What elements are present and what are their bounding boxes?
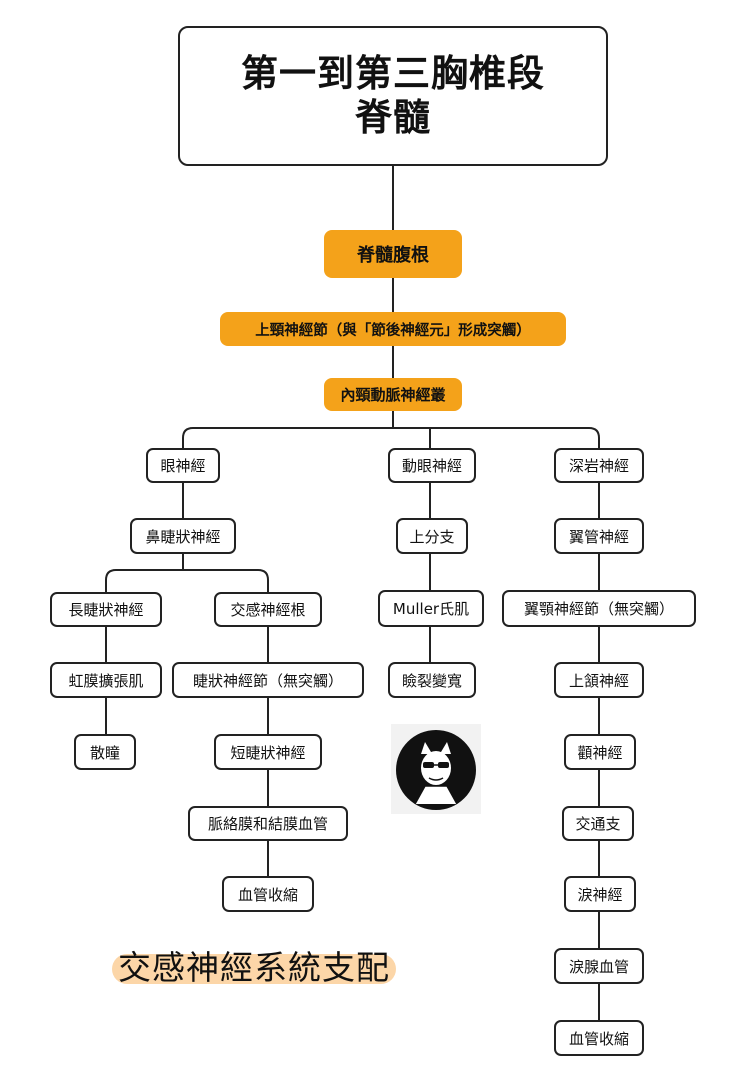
node-vidian-nerve: 翼管神經	[554, 518, 644, 554]
node-sympathetic-root: 交感神經根	[214, 592, 322, 627]
node-ventral-root: 脊髓腹根	[324, 230, 462, 278]
node-short-ciliary-nerve: 短睫狀神經	[214, 734, 322, 770]
node-long-ciliary-nerve: 長睫狀神經	[50, 592, 162, 627]
title-line-2: 脊髓	[355, 96, 431, 139]
node-muller-muscle: Muller氏肌	[378, 590, 484, 627]
node-deep-petrosal-nerve: 深岩神經	[554, 448, 644, 483]
node-pterygopalatine-ganglion: 翼顎神經節（無突觸）	[502, 590, 696, 627]
node-iris-dilator: 虹膜擴張肌	[50, 662, 162, 698]
node-lacrimal-nerve: 淚神經	[564, 876, 636, 912]
node-oculomotor-nerve: 動眼神經	[388, 448, 476, 483]
node-palpebral-widening: 瞼裂變寬	[388, 662, 476, 698]
node-communicating-branch: 交通支	[562, 806, 634, 841]
node-nasociliary-nerve: 鼻睫狀神經	[130, 518, 236, 554]
node-superior-branch: 上分支	[396, 518, 468, 554]
node-superior-cervical-ganglion: 上頸神經節（與「節後神經元」形成突觸）	[220, 312, 566, 346]
title-line-1: 第一到第三胸椎段	[241, 52, 545, 96]
node-ciliary-ganglion: 睫狀神經節（無突觸）	[172, 662, 364, 698]
caption: 交感神經系統支配	[112, 938, 396, 992]
caption-text: 交感神經系統支配	[118, 948, 390, 987]
caption-highlight	[112, 954, 396, 984]
node-maxillary-nerve: 上頷神經	[554, 662, 644, 698]
node-internal-carotid-plexus: 內頸動脈神經叢	[324, 378, 462, 411]
node-choroid-vessels: 脈絡膜和結膜血管	[188, 806, 348, 841]
node-vasoconstriction-right: 血管收縮	[554, 1020, 644, 1056]
node-ophthalmic-nerve: 眼神經	[146, 448, 220, 483]
diagram-title: 第一到第三胸椎段 脊髓	[178, 26, 608, 166]
node-zygomatic-nerve: 顴神經	[564, 734, 636, 770]
node-mydriasis: 散瞳	[74, 734, 136, 770]
node-vasoconstriction-left: 血管收縮	[222, 876, 314, 912]
cartoon-cat-avatar-icon	[391, 724, 481, 814]
node-lacrimal-gland-vessels: 淚腺血管	[554, 948, 644, 984]
